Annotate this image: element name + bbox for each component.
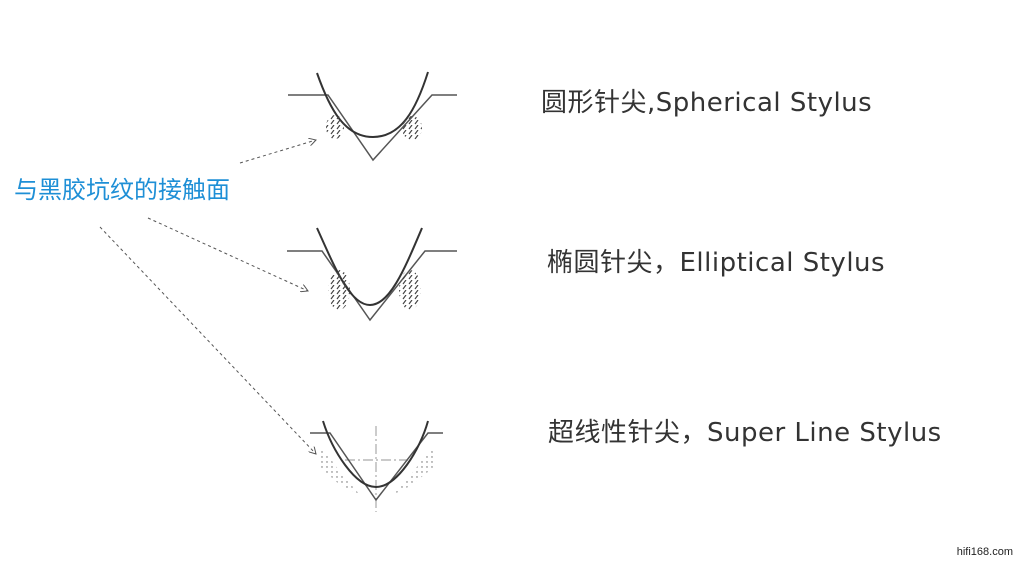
stylus-profile (322, 420, 429, 489)
elliptical-stylus-title: 椭圆针尖，Elliptical Stylus (547, 248, 886, 278)
super-line-stylus-diagram (310, 420, 443, 512)
contact-area-left (318, 448, 360, 495)
contact-area-right (399, 270, 421, 310)
elliptical-stylus-diagram (287, 227, 457, 322)
groove-profile (288, 94, 457, 162)
contact-surface-label: 与黑胶坑纹的接触面 (14, 176, 230, 204)
contact-area-left (328, 270, 350, 310)
watermark: hifi168.com (956, 546, 1013, 558)
stylus-profile (316, 71, 429, 139)
contact-area-right (402, 116, 422, 140)
spherical-stylus-title: 圆形针尖,Spherical Stylus (541, 88, 873, 118)
spherical-stylus-diagram (288, 71, 457, 162)
arrow-to-super-line-contact (99, 226, 316, 454)
groove-profile (310, 432, 443, 502)
arrow-to-spherical-contact (239, 140, 316, 164)
contact-area-left (326, 115, 344, 139)
contact-area-right (392, 448, 436, 495)
arrow-to-elliptical-contact (147, 217, 308, 291)
groove-profile (287, 250, 457, 322)
super-line-stylus-title: 超线性针尖，Super Line Stylus (548, 418, 942, 448)
stylus-profile (316, 227, 423, 307)
